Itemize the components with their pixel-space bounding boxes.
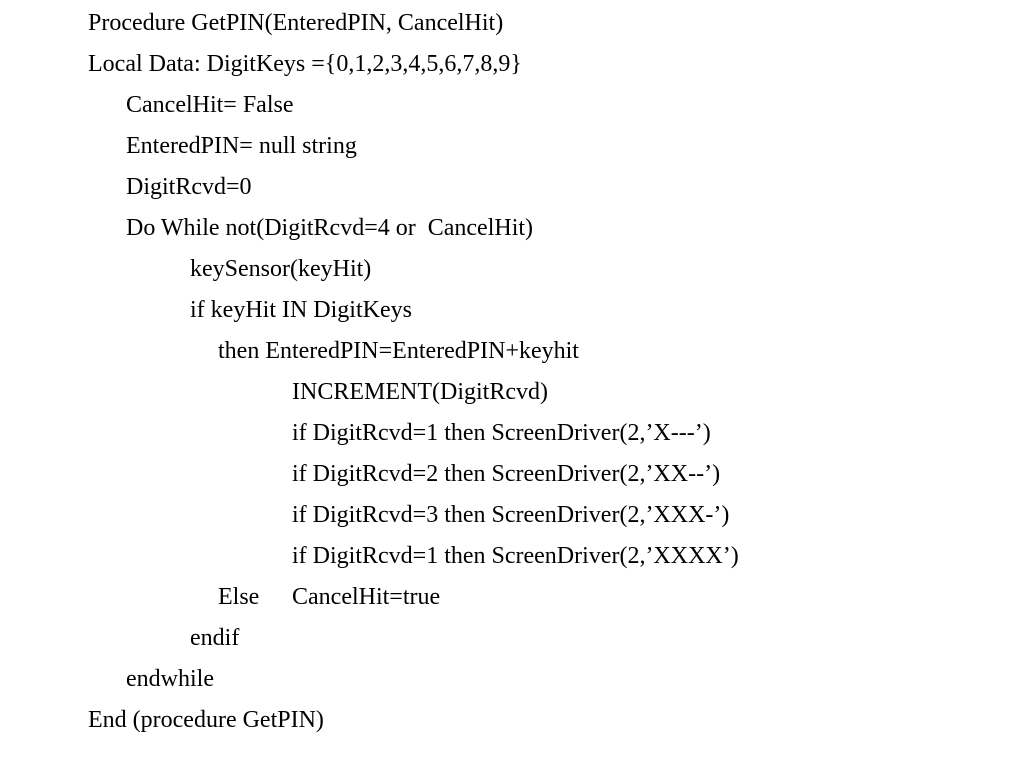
digitrcvd-init-line: DigitRcvd=0 bbox=[126, 174, 252, 200]
do-while-line: Do While not(DigitRcvd=4 or CancelHit) bbox=[126, 215, 534, 241]
else-keyword: Else bbox=[218, 584, 260, 610]
if-digit-1-line: if DigitRcvd=1 then ScreenDriver(2,’X---… bbox=[292, 420, 711, 446]
else-statement: CancelHit=true bbox=[292, 584, 441, 610]
endwhile-line: endwhile bbox=[126, 666, 214, 692]
else-line: Else CancelHit=true bbox=[218, 583, 440, 611]
endif-line: endif bbox=[190, 625, 240, 651]
if-digit-2-line: if DigitRcvd=2 then ScreenDriver(2,’XX--… bbox=[292, 461, 721, 487]
procedure-header-line: Procedure GetPIN(EnteredPIN, CancelHit) bbox=[88, 10, 504, 36]
if-keyhit-line: if keyHit IN DigitKeys bbox=[190, 297, 412, 323]
then-enteredpin-line: then EnteredPIN=EnteredPIN+keyhit bbox=[218, 338, 579, 364]
if-digit-3-line: if DigitRcvd=3 then ScreenDriver(2,’XXX-… bbox=[292, 502, 730, 528]
end-procedure-line: End (procedure GetPIN) bbox=[88, 707, 324, 733]
increment-line: INCREMENT(DigitRcvd) bbox=[292, 379, 548, 405]
if-digit-4-line: if DigitRcvd=1 then ScreenDriver(2,’XXXX… bbox=[292, 543, 739, 569]
cancelhit-init-line: CancelHit= False bbox=[126, 92, 294, 118]
local-data-line: Local Data: DigitKeys ={0,1,2,3,4,5,6,7,… bbox=[88, 51, 522, 77]
enteredpin-init-line: EnteredPIN= null string bbox=[126, 133, 357, 159]
keysensor-line: keySensor(keyHit) bbox=[190, 256, 372, 282]
